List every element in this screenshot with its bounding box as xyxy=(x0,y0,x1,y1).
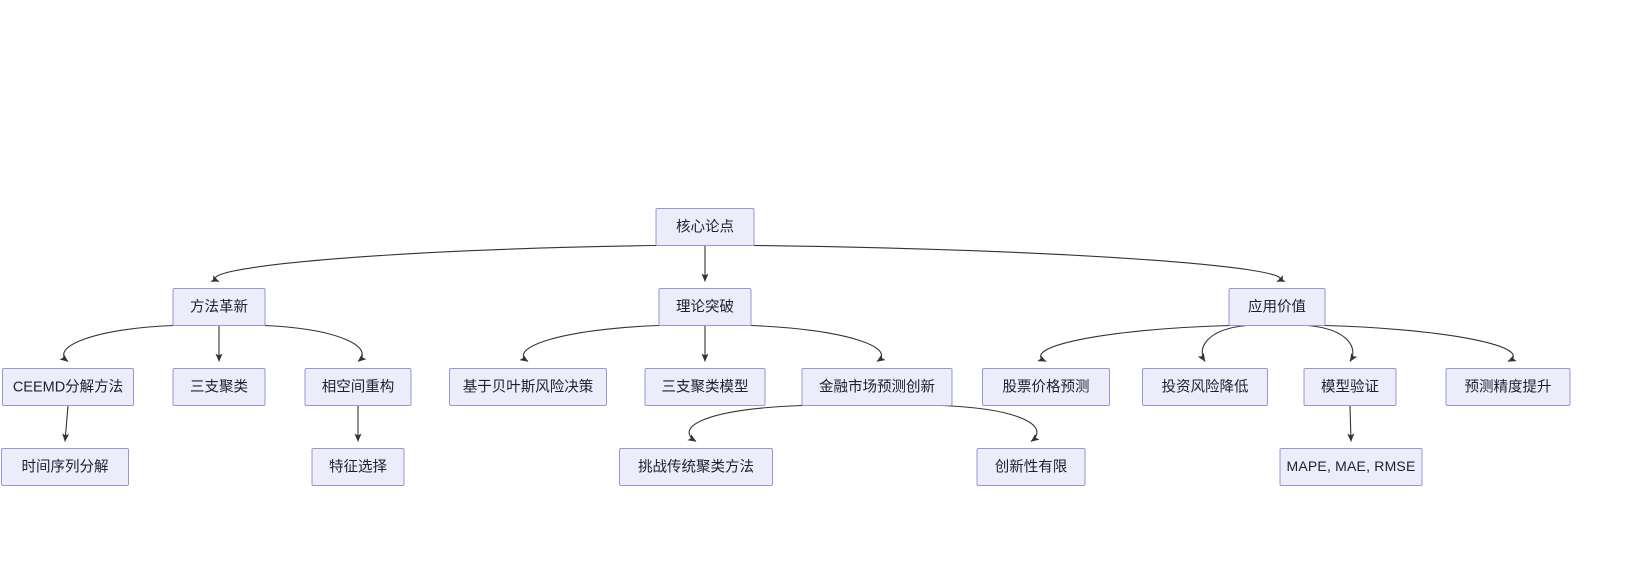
node-d4[interactable]: 创新性有限 xyxy=(976,448,1086,486)
node-b1[interactable]: 方法革新 xyxy=(172,288,266,326)
node-label: 创新性有限 xyxy=(995,458,1068,475)
node-b2[interactable]: 理论突破 xyxy=(658,288,752,326)
node-c4[interactable]: 基于贝叶斯风险决策 xyxy=(449,368,607,406)
edge-b3-to-c9 xyxy=(1307,324,1358,362)
node-c8[interactable]: 投资风险降低 xyxy=(1142,368,1268,406)
node-label: 理论突破 xyxy=(676,298,734,315)
edge-root-to-b3 xyxy=(753,244,1286,283)
node-box[interactable] xyxy=(172,368,266,406)
edge-b2-to-c6 xyxy=(750,324,886,362)
edge-c6-to-d4 xyxy=(941,404,1040,442)
node-b3[interactable]: 应用价值 xyxy=(1228,288,1326,326)
node-label: CEEMD分解方法 xyxy=(13,378,123,395)
node-label: 应用价值 xyxy=(1248,297,1306,315)
edge-b3-to-c8 xyxy=(1197,324,1247,362)
node-box[interactable] xyxy=(655,208,755,246)
node-label: 时间序列分解 xyxy=(22,458,109,475)
node-label: 模型验证 xyxy=(1321,378,1379,395)
node-c9[interactable]: 模型验证 xyxy=(1303,368,1397,406)
node-c2[interactable]: 三支聚类 xyxy=(172,368,266,406)
node-c5[interactable]: 三支聚类模型 xyxy=(644,368,766,406)
node-label: 预测精度提升 xyxy=(1465,378,1552,395)
node-d1[interactable]: 时间序列分解 xyxy=(1,448,129,486)
edge-b2-to-c4 xyxy=(519,324,660,362)
node-box[interactable] xyxy=(982,368,1110,406)
edge-b3-to-c10 xyxy=(1324,324,1517,362)
edge-b3-to-c7 xyxy=(1037,324,1230,362)
node-c1[interactable]: CEEMD分解方法 xyxy=(2,368,134,406)
edge-root-to-b1 xyxy=(210,244,657,283)
node-label: 挑战传统聚类方法 xyxy=(638,458,754,475)
node-c3[interactable]: 相空间重构 xyxy=(304,368,412,406)
node-label: 特征选择 xyxy=(329,458,387,475)
node-box[interactable] xyxy=(449,368,607,406)
node-label: 方法革新 xyxy=(190,298,248,315)
node-label: 核心论点 xyxy=(676,218,734,235)
node-box[interactable] xyxy=(1228,288,1326,326)
node-box[interactable] xyxy=(304,368,412,406)
node-box[interactable] xyxy=(1303,368,1397,406)
node-box[interactable] xyxy=(644,368,766,406)
node-label: 三支聚类模型 xyxy=(662,378,749,395)
node-label: 投资风险降低 xyxy=(1162,378,1249,395)
node-box[interactable] xyxy=(658,288,752,326)
node-box[interactable] xyxy=(2,368,134,406)
node-box[interactable] xyxy=(311,448,405,486)
edge-c6-to-d3 xyxy=(687,404,803,442)
edge-c1-to-d1 xyxy=(62,405,70,442)
edges-layer xyxy=(59,244,1517,442)
node-box[interactable] xyxy=(172,288,266,326)
node-c6[interactable]: 金融市场预测创新 xyxy=(801,368,953,406)
edge-b1-to-c1 xyxy=(59,324,174,362)
node-d2[interactable]: 特征选择 xyxy=(311,448,405,486)
node-box[interactable] xyxy=(976,448,1086,486)
node-box[interactable] xyxy=(801,368,953,406)
node-label: 相空间重构 xyxy=(322,378,395,395)
node-box[interactable] xyxy=(1142,368,1268,406)
edge-c9-to-d5 xyxy=(1347,405,1355,442)
node-c7[interactable]: 股票价格预测 xyxy=(982,368,1110,406)
node-label: MAPE, MAE, RMSE xyxy=(1286,458,1415,474)
node-d5[interactable]: MAPE, MAE, RMSE xyxy=(1279,448,1423,486)
node-root[interactable]: 核心论点 xyxy=(655,208,755,246)
node-label: 金融市场预测创新 xyxy=(819,378,935,395)
edge-b1-to-c3 xyxy=(264,324,367,362)
node-label: 三支聚类 xyxy=(190,378,248,395)
node-label: 基于贝叶斯风险决策 xyxy=(463,378,594,395)
node-box[interactable] xyxy=(1445,368,1571,406)
node-box[interactable] xyxy=(1,448,129,486)
node-box[interactable] xyxy=(619,448,773,486)
node-d3[interactable]: 挑战传统聚类方法 xyxy=(619,448,773,486)
node-c10[interactable]: 预测精度提升 xyxy=(1445,368,1571,406)
node-label: 股票价格预测 xyxy=(1003,378,1090,395)
node-box[interactable] xyxy=(1279,448,1423,486)
